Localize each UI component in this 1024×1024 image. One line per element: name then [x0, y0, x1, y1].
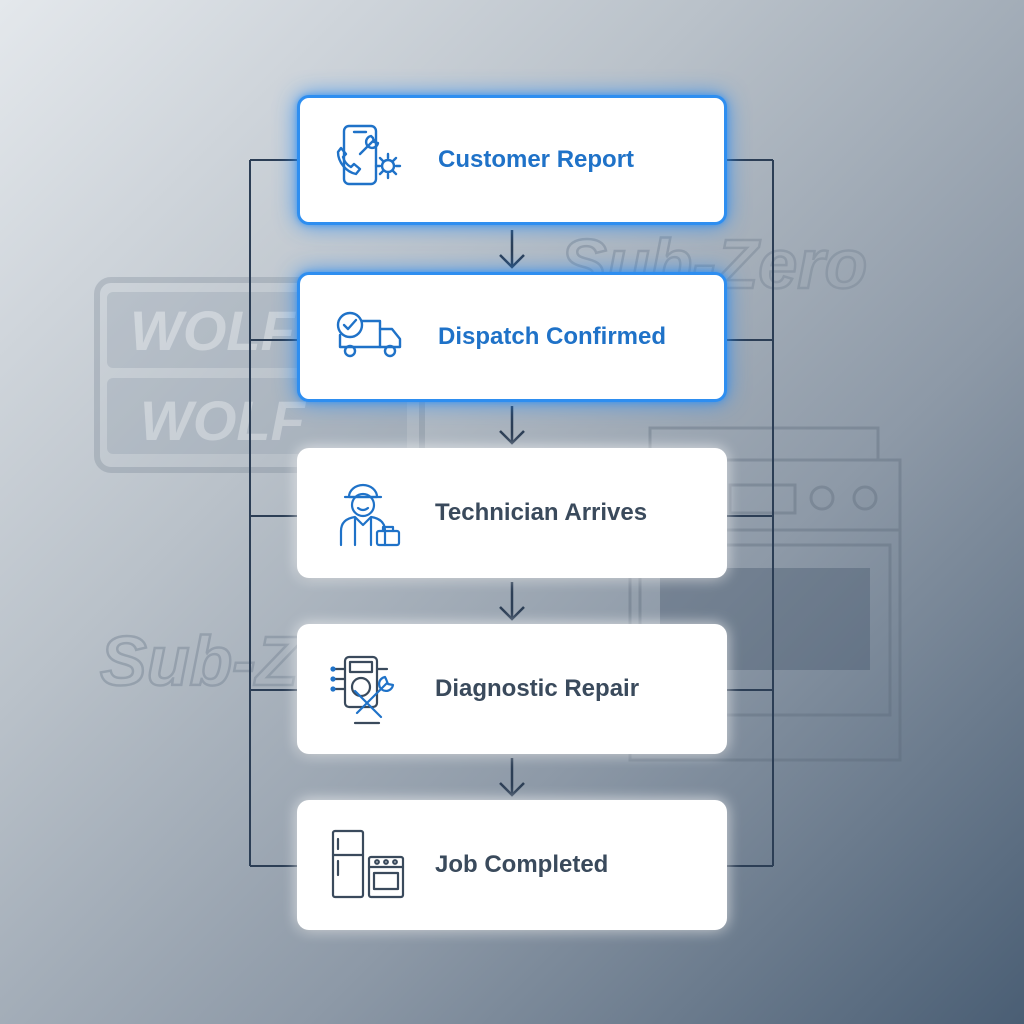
- step-card-job-completed[interactable]: Job Completed: [297, 800, 727, 930]
- wolf-logo-text-2: WOLF: [140, 389, 307, 452]
- step-label: Dispatch Confirmed: [438, 323, 667, 350]
- down-arrow-1: [499, 230, 525, 269]
- step-label: Technician Arrives: [435, 499, 648, 526]
- multimeter-wrench-icon: [330, 655, 395, 725]
- delivery-truck-check-icon: [336, 311, 402, 358]
- step-card-dispatch-confirmed[interactable]: Dispatch Confirmed: [297, 272, 727, 402]
- step-label: Customer Report: [438, 146, 635, 173]
- step-card-diagnostic-repair[interactable]: Diagnostic Repair: [297, 624, 727, 754]
- down-arrow-3: [499, 582, 525, 621]
- down-arrow-2: [499, 406, 525, 445]
- refrigerator-range-icon: [331, 829, 405, 899]
- down-arrow-4: [499, 758, 525, 797]
- phone-wrench-gear-icon: [336, 124, 402, 186]
- wolf-logo-text-1: WOLF: [130, 299, 297, 362]
- technician-toolbox-icon: [339, 483, 401, 547]
- step-label: Diagnostic Repair: [435, 675, 640, 702]
- step-card-customer-report[interactable]: Customer Report: [297, 95, 727, 225]
- step-label: Job Completed: [435, 851, 609, 878]
- step-card-technician-arrives[interactable]: Technician Arrives: [297, 448, 727, 578]
